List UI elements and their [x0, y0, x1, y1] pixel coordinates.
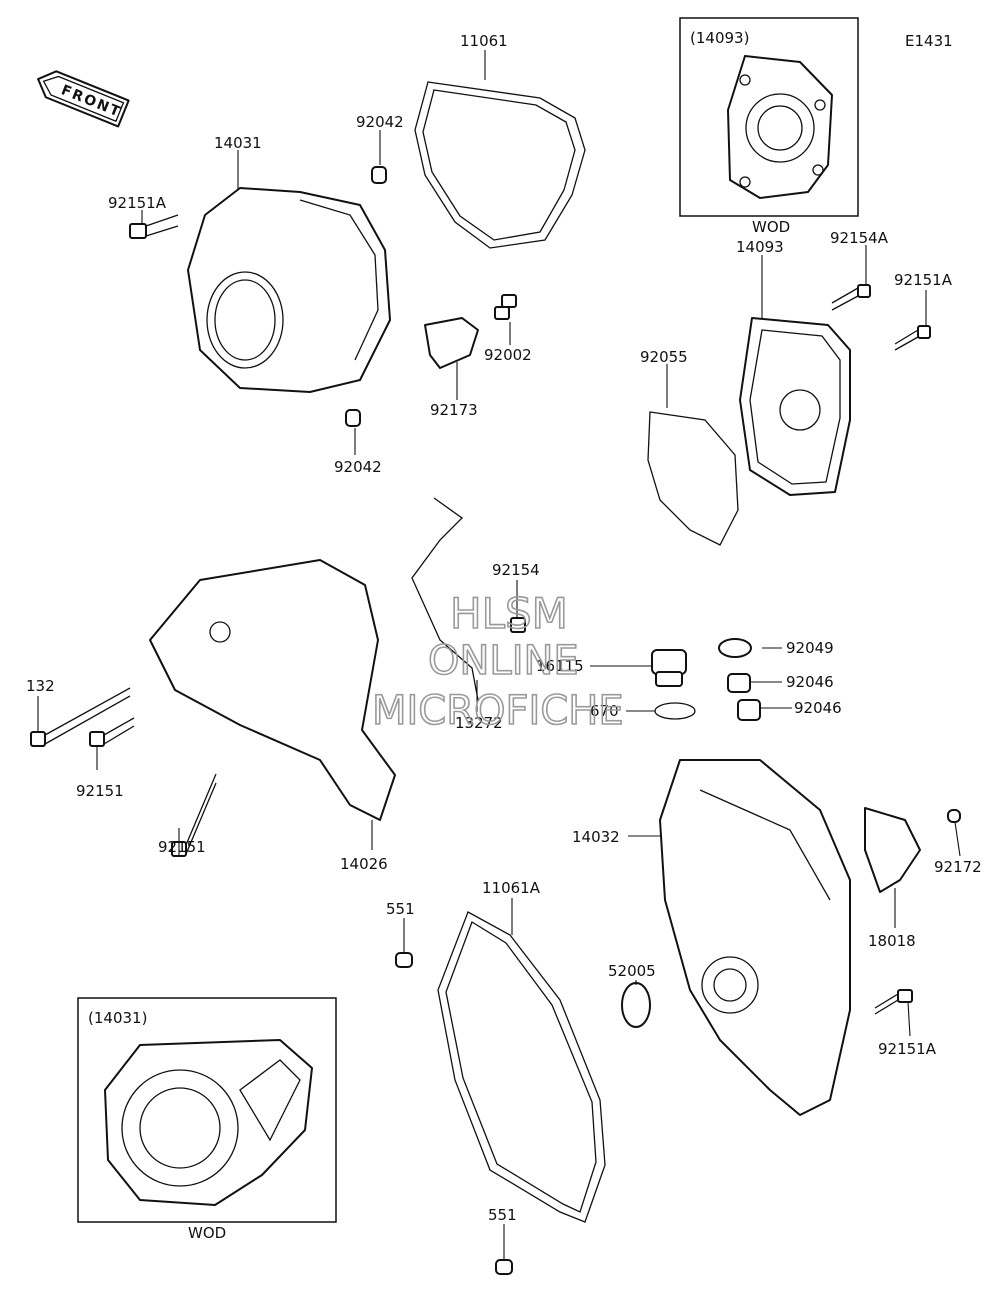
gasket-92055[interactable] [647, 411, 739, 546]
generator-cover-14031[interactable] [187, 187, 391, 393]
label-132[interactable]: 132 [26, 677, 55, 695]
oil-filler-cap-16115[interactable] [651, 649, 687, 687]
inset-box-14031: (14031) WOD [77, 997, 337, 1242]
label-92042-bottom[interactable]: 92042 [334, 458, 382, 476]
label-92046-upper[interactable]: 92046 [786, 673, 834, 691]
label-92151A-upper-left[interactable]: 92151A [108, 194, 167, 212]
seal-92049[interactable] [718, 638, 752, 658]
inset-note-14031: WOD [188, 1224, 226, 1242]
dowel-551-upper[interactable] [395, 952, 413, 968]
svg-text:MICROFICHE: MICROFICHE [372, 688, 624, 734]
dowel-92042-bottom[interactable] [345, 409, 361, 427]
bolt-92151-upper[interactable] [89, 717, 135, 747]
pickup-cover-14093[interactable] [739, 317, 851, 496]
clutch-cover-14032[interactable] [659, 759, 851, 1116]
label-92151A-lower[interactable]: 92151A [878, 1040, 937, 1058]
label-92173[interactable]: 92173 [430, 401, 478, 419]
label-92002[interactable]: 92002 [484, 346, 532, 364]
bolt-92154A[interactable] [831, 284, 871, 311]
inset-box-14093: (14093) WOD [679, 17, 859, 236]
label-11061[interactable]: 11061 [460, 32, 508, 50]
label-551-lower[interactable]: 551 [488, 1206, 517, 1224]
label-92042-top[interactable]: 92042 [356, 113, 404, 131]
bolt-92151A-lower[interactable] [874, 989, 913, 1015]
bolt-92172[interactable] [947, 809, 961, 823]
inset-ref-14093: (14093) [690, 29, 749, 47]
guard-18018[interactable] [864, 807, 921, 893]
bolt-132[interactable] [30, 687, 131, 747]
label-92049[interactable]: 92049 [786, 639, 834, 657]
bearing-92046-lower[interactable] [737, 699, 761, 721]
clamp-92173[interactable] [424, 317, 479, 369]
diagram-code: E1431 [905, 32, 953, 50]
label-551-upper[interactable]: 551 [386, 900, 415, 918]
bolt-92154[interactable] [510, 617, 526, 633]
label-92151-lower[interactable]: 92151 [158, 838, 206, 856]
sprocket-cover-14026[interactable] [149, 559, 396, 821]
bearing-92046-upper[interactable] [727, 673, 751, 693]
dowel-92042-top[interactable] [371, 166, 387, 184]
label-92046-lower[interactable]: 92046 [794, 699, 842, 717]
gasket-11061A[interactable] [437, 911, 606, 1223]
label-92151A-right[interactable]: 92151A [894, 271, 953, 289]
label-18018[interactable]: 18018 [868, 932, 916, 950]
label-92154A[interactable]: 92154A [830, 229, 889, 247]
label-670[interactable]: 670 [590, 702, 619, 720]
label-92172[interactable]: 92172 [934, 858, 982, 876]
seal-52005[interactable] [621, 982, 651, 1028]
dowel-551-lower[interactable] [495, 1259, 513, 1275]
label-14026[interactable]: 14026 [340, 855, 388, 873]
label-92151-upper[interactable]: 92151 [76, 782, 124, 800]
inset-ref-14031: (14031) [88, 1009, 147, 1027]
oring-670[interactable] [654, 702, 696, 720]
svg-text:ONLINE: ONLINE [428, 638, 579, 684]
bolt-92151A-upper-left[interactable] [129, 214, 179, 239]
label-92055[interactable]: 92055 [640, 348, 688, 366]
svg-text:HLSM: HLSM [450, 589, 568, 638]
bolt-92002[interactable] [494, 294, 517, 320]
bolt-92151A-right[interactable] [894, 325, 931, 351]
label-14093[interactable]: 14093 [736, 238, 784, 256]
label-92154[interactable]: 92154 [492, 561, 540, 579]
gasket-13272[interactable] [411, 497, 479, 701]
leader-lines [37, 50, 961, 1260]
label-16115[interactable]: 16115 [536, 657, 584, 675]
inset-cover-14031[interactable] [104, 1039, 313, 1206]
label-52005[interactable]: 52005 [608, 962, 656, 980]
inset-cover-14093[interactable] [727, 55, 833, 199]
watermark: HLSM ONLINE MICROFICHE [371, 588, 624, 735]
part-labels: 11061 92042 14031 92151A 92002 92173 920… [26, 32, 982, 1224]
label-14032[interactable]: 14032 [572, 828, 620, 846]
label-14031[interactable]: 14031 [214, 134, 262, 152]
gasket-11061[interactable] [414, 81, 586, 249]
front-arrow-icon: FRONT [37, 70, 130, 128]
label-11061A[interactable]: 11061A [482, 879, 541, 897]
inset-note-14093: WOD [752, 218, 790, 236]
label-13272[interactable]: 13272 [455, 714, 503, 732]
